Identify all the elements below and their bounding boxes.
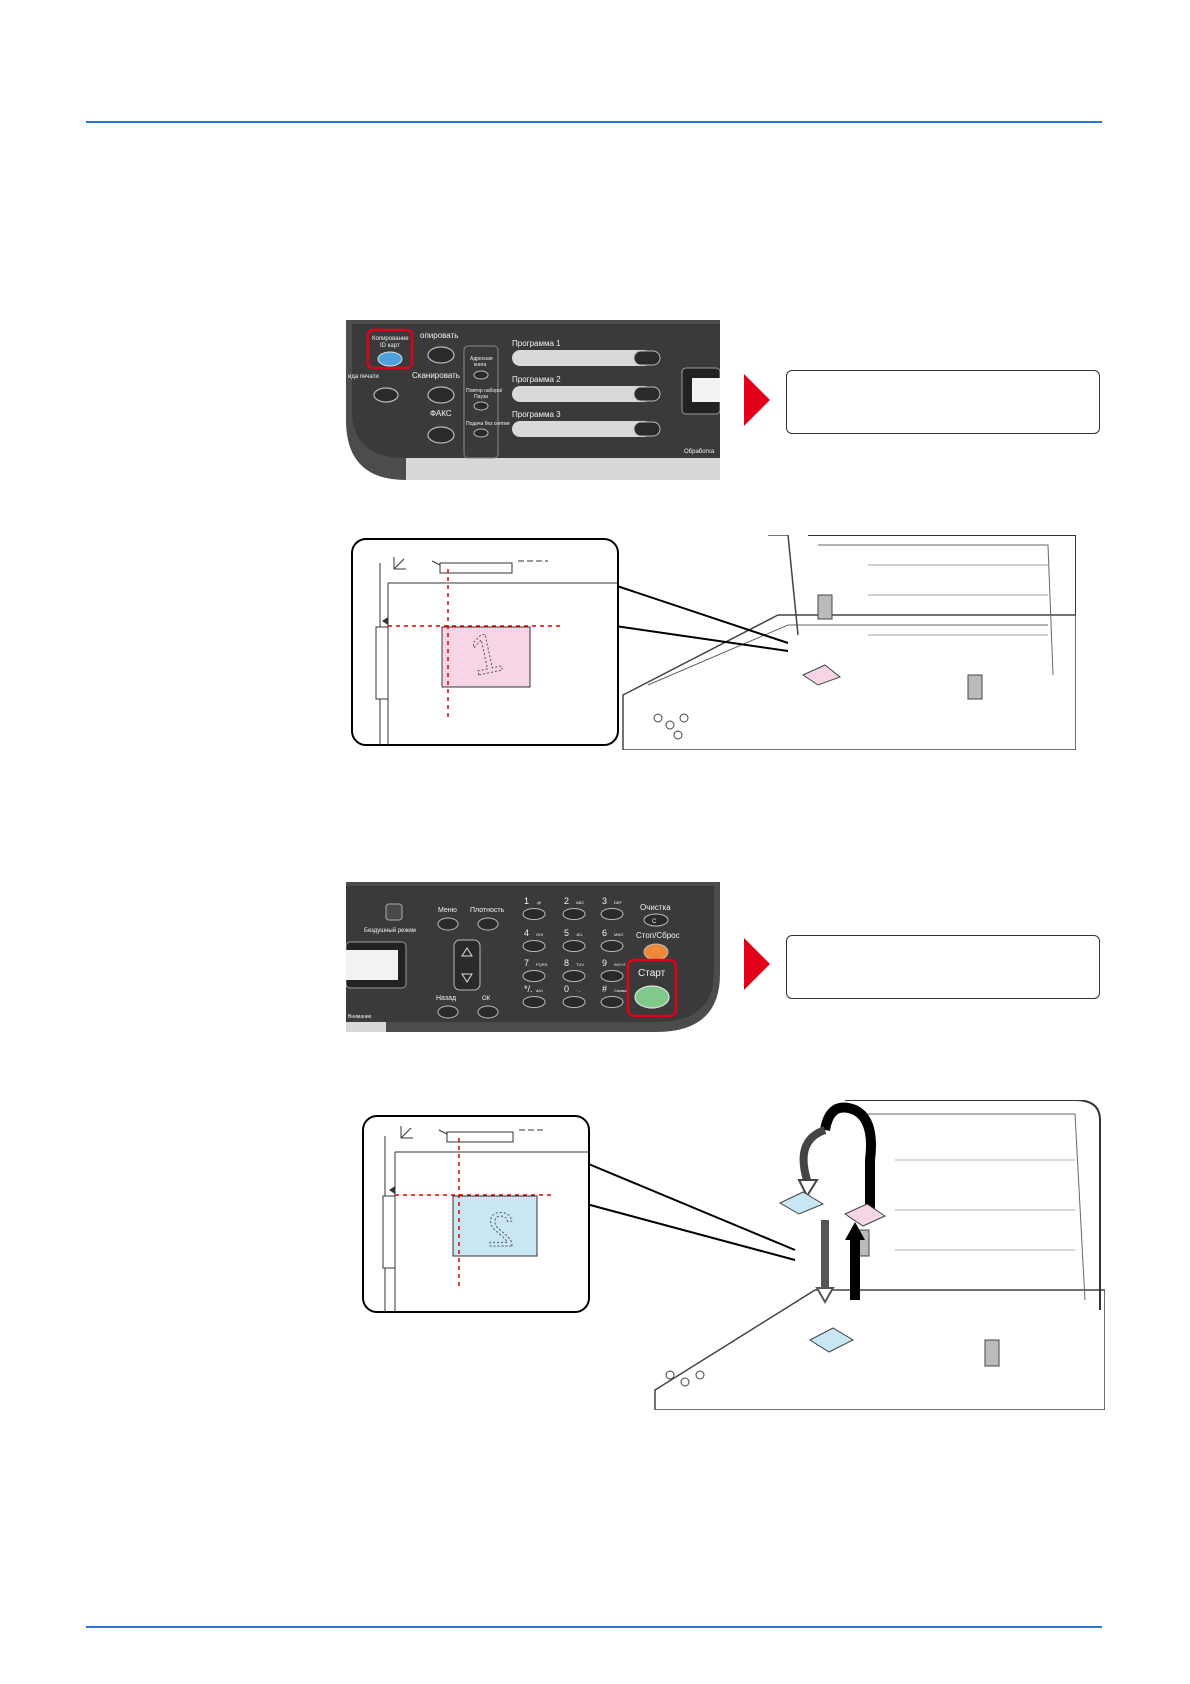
- keypad-button: [600, 940, 624, 952]
- keypad-key-sub: aA1: [536, 988, 544, 993]
- svg-text:Назад: Назад: [436, 995, 456, 1002]
- keypad-button: [522, 908, 546, 920]
- svg-text:Программа 2: Программа 2: [512, 375, 561, 384]
- display-message-box: [786, 370, 1100, 434]
- svg-text:Внимание: Внимание: [348, 1014, 372, 1020]
- keypad-button: [600, 970, 624, 982]
- keypad-button: [522, 970, 546, 982]
- svg-text:Меню: Меню: [438, 907, 457, 914]
- glass-placement-front: 1: [351, 535, 1076, 750]
- keypad-button: [600, 996, 624, 1008]
- svg-text:опировать: опировать: [420, 331, 458, 340]
- svg-text:ида печати: ида печати: [348, 374, 379, 380]
- display-message-box: [786, 935, 1100, 999]
- keypad-key-1: 1: [524, 896, 529, 906]
- numeric-keypad: 1 .@ 2 ABC 3 DEF 4 GHI 5 JKL 6 MNO 7 PQRS 8 TUV 9 WXYZ */.…: [522, 896, 629, 1008]
- keypad-key-#: #: [602, 984, 607, 994]
- svg-text:Плотность: Плотность: [470, 907, 505, 914]
- svg-text:Адресная: Адресная: [470, 356, 493, 362]
- keypad-key-sub: JKL: [576, 932, 584, 937]
- keypad-key-sub: DEF: [614, 900, 623, 905]
- svg-text:Стоп/Сброс: Стоп/Сброс: [636, 931, 680, 940]
- start-key-label: Старт: [638, 968, 666, 979]
- arrow-icon: [744, 374, 770, 426]
- svg-text:Бездушный режим: Бездушный режим: [364, 927, 416, 934]
- keypad-key-sub: Символ: [614, 988, 629, 993]
- keypad-key-*/.: */.: [524, 984, 533, 994]
- control-panel-start: Бездушный режим Внимание Меню Плотность …: [346, 882, 720, 1032]
- svg-text:книга: книга: [474, 362, 486, 368]
- id-card-copy-label: Копирование: [372, 336, 409, 342]
- keypad-key-4: 4: [524, 928, 529, 938]
- keypad-key-sub: ⋅ –: [576, 988, 581, 993]
- keypad-key-0: 0: [564, 984, 569, 994]
- svg-text:Очистка: Очистка: [640, 903, 671, 912]
- keypad-key-3: 3: [602, 896, 607, 906]
- keypad-key-sub: ABC: [576, 900, 584, 905]
- svg-text:Подача без снятия: Подача без снятия: [466, 421, 510, 427]
- top-rule: [86, 121, 1102, 123]
- svg-text:ФАКС: ФАКС: [430, 409, 452, 418]
- keypad-key-7: 7: [524, 958, 529, 968]
- keypad-key-8: 8: [564, 958, 569, 968]
- original-mark-2: 2: [488, 1204, 515, 1257]
- svg-text:ID карт: ID карт: [380, 343, 400, 349]
- svg-text:Обработка: Обработка: [684, 449, 715, 455]
- keypad-key-9: 9: [602, 958, 607, 968]
- svg-text:C: C: [652, 919, 657, 925]
- arrow-icon: [744, 938, 770, 990]
- keypad-key-sub: PQRS: [536, 962, 548, 967]
- keypad-button: [600, 908, 624, 920]
- svg-text:ОК: ОК: [482, 996, 491, 1002]
- keypad-key-sub: GHI: [536, 932, 543, 937]
- bottom-rule: [86, 1626, 1102, 1628]
- keypad-button: [522, 996, 546, 1008]
- glass-placement-back: 2: [362, 1100, 1105, 1410]
- keypad-key-sub: TUV: [576, 962, 584, 967]
- keypad-button: [562, 908, 586, 920]
- control-panel-id-card-copy: Копирование ID карт опировать ида печати…: [346, 320, 720, 480]
- keypad-key-sub: .@: [536, 900, 541, 905]
- keypad-key-sub: WXYZ: [614, 962, 626, 967]
- keypad-button: [522, 940, 546, 952]
- keypad-button: [562, 940, 586, 952]
- svg-text:Сканировать: Сканировать: [412, 371, 460, 380]
- keypad-button: [562, 996, 586, 1008]
- svg-text:Повтор набора/: Повтор набора/: [466, 388, 503, 394]
- keypad-button: [562, 970, 586, 982]
- svg-text:Программа 1: Программа 1: [512, 339, 561, 348]
- keypad-key-sub: MNO: [614, 932, 623, 937]
- keypad-key-6: 6: [602, 928, 607, 938]
- svg-text:Пауза: Пауза: [474, 394, 488, 400]
- keypad-key-2: 2: [564, 896, 569, 906]
- keypad-key-5: 5: [564, 928, 569, 938]
- svg-text:Программа 3: Программа 3: [512, 410, 561, 419]
